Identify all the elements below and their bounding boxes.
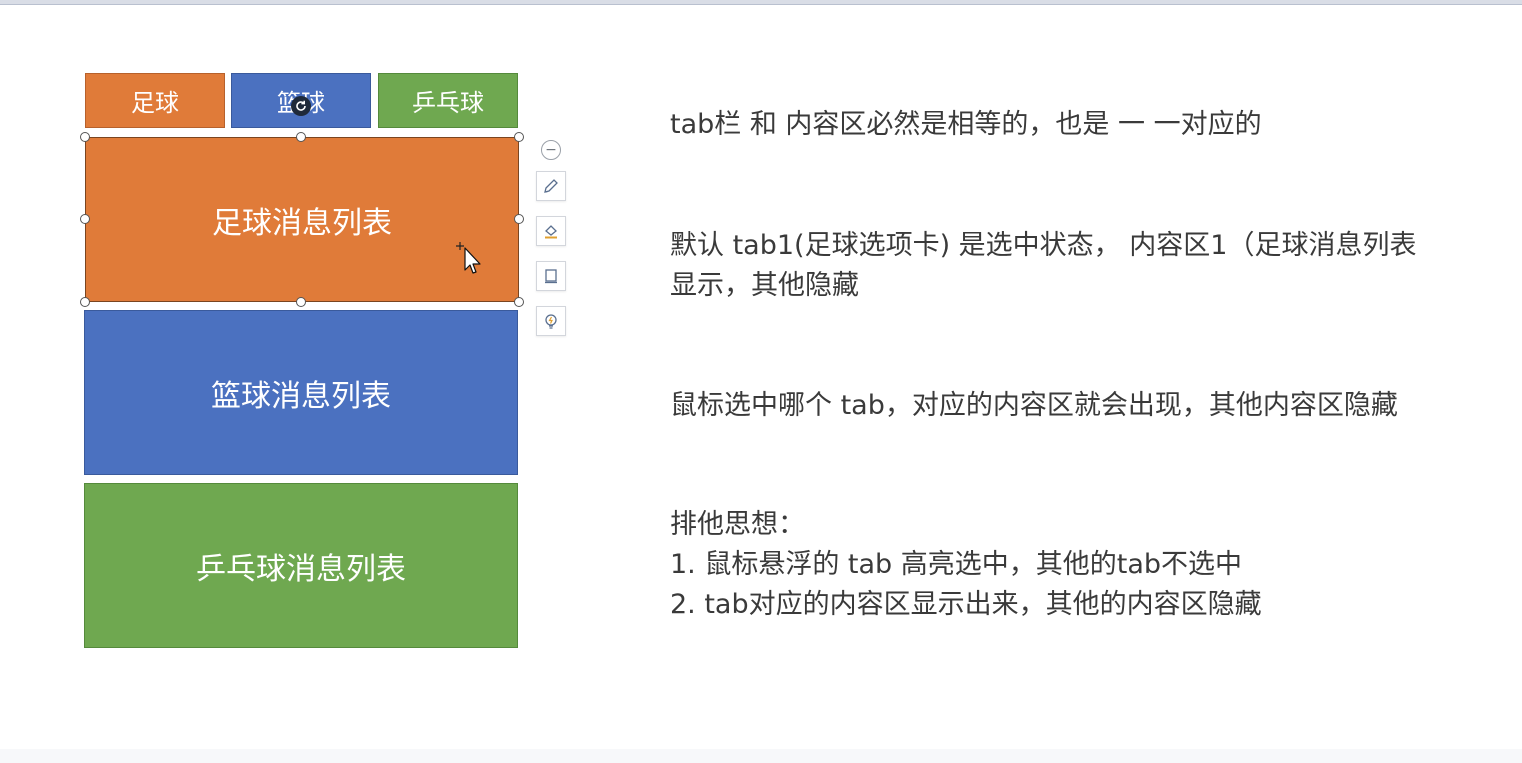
- resize-handle-top-right[interactable]: [514, 132, 524, 142]
- lightbulb-icon: [545, 314, 557, 329]
- note-mouse-select: 鼠标选中哪个 tab，对应的内容区就会出现，其他内容区隐藏: [670, 390, 1398, 421]
- tab-pingpong-label: 乒乓球: [412, 89, 484, 117]
- shape-outline-button[interactable]: [536, 261, 566, 291]
- bottom-strip: [0, 749, 1522, 763]
- note-exclusive-step1: 1. 鼠标悬浮的 tab 高亮选中，其他的tab不选中: [670, 549, 1243, 580]
- resize-handle-bottom[interactable]: [296, 297, 306, 307]
- note-exclusive-step2: 2. tab对应的内容区显示出来，其他的内容区隐藏: [670, 589, 1262, 620]
- panel-pingpong[interactable]: 乒乓球消息列表: [84, 483, 518, 648]
- tab-football-label: 足球: [131, 89, 179, 117]
- collapse-button[interactable]: −: [541, 140, 561, 160]
- panel-pingpong-label: 乒乓球消息列表: [196, 551, 406, 587]
- resize-handle-bottom-left[interactable]: [80, 297, 90, 307]
- tab-pingpong[interactable]: 乒乓球: [378, 73, 518, 128]
- rotate-handle-icon[interactable]: [291, 96, 311, 116]
- rotate-icon: [296, 100, 306, 111]
- panel-basketball[interactable]: 篮球消息列表: [84, 310, 518, 475]
- resize-handle-left[interactable]: [80, 214, 90, 224]
- note-default-state-line1: 默认 tab1(足球选项卡) 是选中状态， 内容区1（足球消息列表: [670, 230, 1417, 261]
- panel-basketball-label: 篮球消息列表: [211, 378, 391, 414]
- panel-football-selected[interactable]: 足球消息列表: [85, 137, 519, 302]
- fill-icon: [545, 225, 557, 239]
- shape-style-button[interactable]: [536, 171, 566, 201]
- resize-handle-right[interactable]: [514, 214, 524, 224]
- smart-suggest-button[interactable]: [536, 306, 566, 336]
- shape-fill-button[interactable]: [536, 216, 566, 246]
- panel-football-label: 足球消息列表: [212, 205, 392, 241]
- resize-handle-top-left[interactable]: [80, 132, 90, 142]
- tab-football[interactable]: 足球: [85, 73, 225, 128]
- top-ruler: [0, 0, 1522, 5]
- tab-basketball[interactable]: 篮球: [231, 73, 371, 128]
- move-cursor-icon: [456, 242, 481, 274]
- resize-handle-bottom-right[interactable]: [514, 297, 524, 307]
- minus-icon: −: [545, 142, 557, 158]
- note-exclusive-title: 排他思想：: [670, 509, 805, 540]
- resize-handle-top[interactable]: [296, 132, 306, 142]
- note-default-state-line2: 显示，其他隐藏: [670, 270, 859, 301]
- note-tab-content-correspondence: tab栏 和 内容区必然是相等的，也是 一 一对应的: [670, 109, 1262, 140]
- outline-icon: [545, 269, 557, 284]
- pen-icon: [544, 179, 558, 193]
